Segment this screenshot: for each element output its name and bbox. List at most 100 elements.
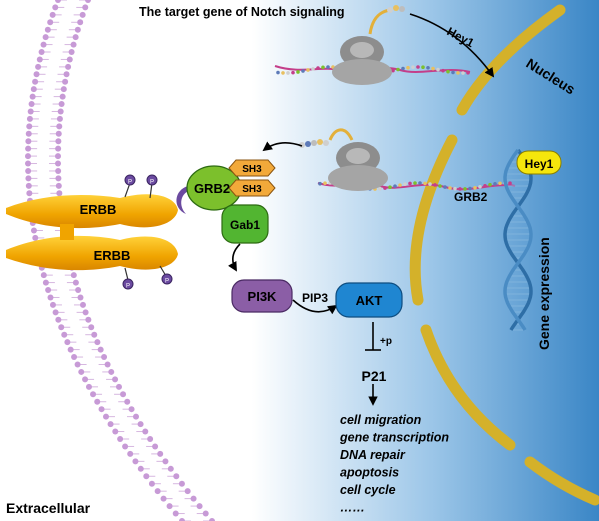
lipid-head [152,443,159,450]
mrna-nucleotide [296,70,300,74]
lipid-head [172,510,179,517]
lipid-head [32,234,39,241]
nuclear-envelope [409,4,599,506]
lipid-head [115,383,122,390]
lipid-head [107,421,114,428]
lipid-head [162,458,169,465]
lipid-head [35,63,42,70]
mrna-nucleotide [401,66,405,71]
lipid-head [94,398,101,405]
lipid-head [101,354,108,361]
grb2-export-arrow [262,141,303,152]
lipid-head [184,488,191,495]
lipid-head [78,368,85,375]
mrna-nucleotide [408,181,412,186]
hey1-badge-label: Hey1 [525,157,554,171]
lipid-head [72,34,79,41]
lipid-head [196,503,203,510]
lipid-head [179,518,185,521]
lipid-head [47,19,54,26]
lipid-head [58,324,65,331]
mrna-nucleotide [458,187,462,191]
mrna-nucleotide [441,68,445,73]
erbb-receptor-top [6,194,178,229]
lipid-head [25,145,32,152]
lipid-head [60,86,67,93]
mrna-nucleotide [291,70,295,75]
outcome-item: cell cycle [340,483,396,497]
ribosome-top [274,5,471,85]
lipid-head [55,316,62,323]
lipid-head [25,130,32,137]
lipid-head [209,518,215,521]
lipid-head [42,34,49,41]
mrna-nucleotide [321,65,325,70]
sh3-domain-bottom [228,179,276,197]
mrna-nucleotide [428,182,432,186]
lipid-head [85,316,92,323]
lipid-head [128,406,135,413]
mrna-nucleotide [286,71,290,75]
mrna-nucleotide [453,186,457,191]
lipid-head [103,413,109,420]
lipid-head [40,41,47,48]
mrna-nucleotide [391,68,395,73]
lipid-head [137,465,144,472]
lipid-head [82,309,89,316]
mrna-nucleotide [468,186,472,191]
mrna-nucleotide [493,182,497,186]
mrna-nucleotide [426,65,430,70]
lipid-head [79,11,86,18]
mrna-nucleotide [326,65,330,69]
lipid-head [33,71,40,78]
phospho-label: P [126,284,130,290]
lipid-head [132,458,139,465]
lipid-head [74,26,81,33]
phosphate-icon [124,174,136,186]
mrna-nucleotide [388,185,392,190]
lipid-head [25,153,31,160]
lipid-head [26,190,33,197]
sh3-top-label: SH3 [242,164,262,175]
mrna-nucleotide [276,70,280,75]
lipid-head [154,488,161,495]
lipid-head [44,26,51,33]
phospho-label: P [150,180,154,186]
lipid-head [55,167,62,174]
mrna-nucleotide [423,181,427,186]
mrna-nucleotide [456,71,460,75]
mrna-nucleotide [281,71,285,75]
mrna-nucleotide [406,65,410,70]
lipid-head [143,473,150,480]
lipid-head [120,391,127,398]
extracellular-label: Extracellular [6,500,91,516]
mrna-nucleotide [448,186,452,190]
ribosome-middle [299,128,516,191]
lipid-head [30,227,37,234]
lipid-head [63,71,70,78]
lipid-head [67,346,74,353]
mrna-nucleotide [463,187,467,191]
lipid-head [75,287,82,294]
lipid-head [25,138,32,145]
mrna-nucleotide [311,67,315,71]
lipid-head [55,145,62,152]
mrna-nucleotide [498,181,502,186]
mrna-nucleotide [413,181,417,185]
lipid-head [71,354,78,361]
dna-helix [503,148,533,331]
pi3k-label: PI3K [248,289,278,304]
outcome-item: …… [340,501,365,515]
lipid-head [77,19,84,26]
lipid-head [160,495,167,502]
mrna-nucleotide [446,69,450,74]
mrna-nucleotide [466,70,470,75]
lipid-head [90,391,97,398]
lipid-head [45,287,52,294]
lipid-head [56,115,63,122]
mrna-nucleotide [323,181,327,185]
erbb-receptor-bottom [6,235,178,271]
sh3-domain-top [228,159,276,177]
